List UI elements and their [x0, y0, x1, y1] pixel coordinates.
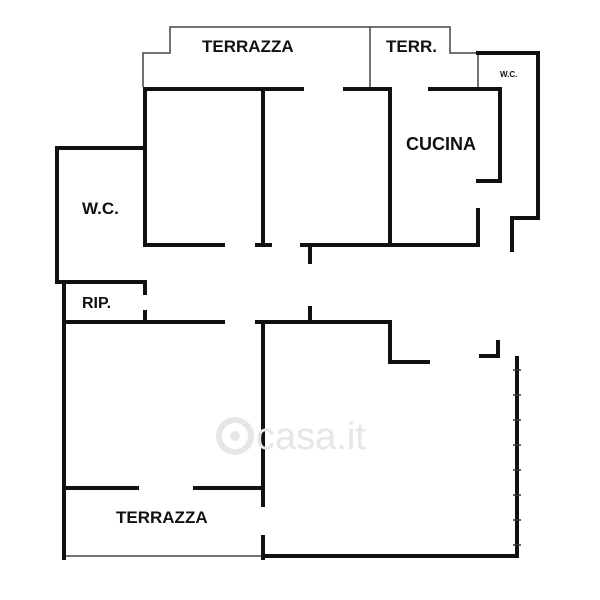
room-label-terrazza-bottom: TERRAZZA [116, 508, 208, 527]
room-label-wc: W.C. [82, 199, 119, 218]
room-label-cucina: CUCINA [406, 134, 476, 154]
terr-outline [370, 26, 479, 87]
room-label-terrazza-top: TERRAZZA [202, 37, 294, 56]
window-ticks [513, 369, 521, 546]
watermark-logo [216, 417, 254, 455]
wall-wc-small [476, 51, 540, 252]
wall-door-stubs [143, 243, 312, 324]
balcony-outlines [63, 26, 479, 557]
watermark: casa.it [256, 416, 366, 458]
watermark-dot-icon [230, 431, 240, 441]
room-label-wc-small: W.C. [500, 70, 518, 79]
terrazza-top-outline [142, 26, 371, 87]
room-label-rip: RIP. [82, 295, 112, 312]
wall-bracket [479, 340, 500, 358]
walls [55, 51, 540, 560]
wall-wc-outer [55, 146, 147, 284]
wall-cucina-right [476, 87, 502, 183]
wall-corridor-upper-3 [300, 208, 480, 247]
wall-corridor-lower-2 [255, 320, 430, 364]
watermark-circle-icon [216, 417, 254, 455]
room-label-terr: TERR. [386, 37, 437, 56]
